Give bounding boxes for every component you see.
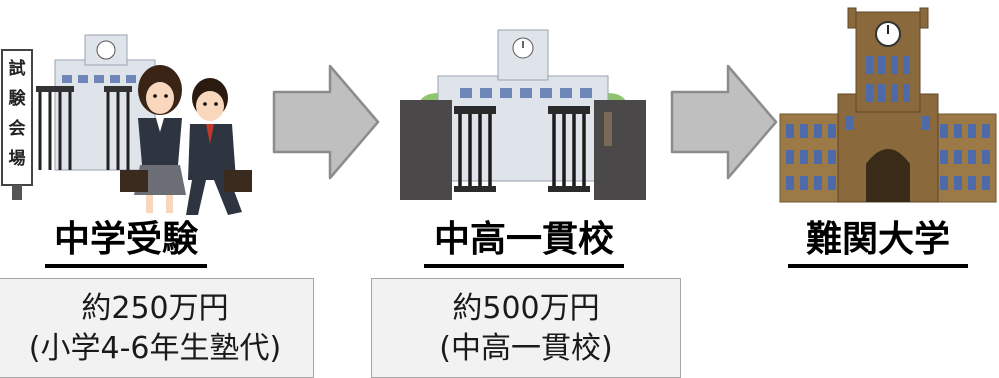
sign-char: 場 (8, 149, 26, 169)
cost-note: (中高一貫校) (439, 331, 613, 366)
stage-label-exam: 中学受験 (45, 218, 207, 268)
stage-label-school: 中高一貫校 (424, 218, 624, 268)
university-clocktower-icon (779, 7, 997, 203)
sign-char: 試 (8, 59, 26, 79)
exam-hall-students-icon (1, 34, 252, 215)
school-gate-icon (400, 29, 646, 200)
right-arrow-icon (272, 64, 380, 180)
right-arrow-icon (670, 64, 778, 180)
stage-label-university: 難関大学 (788, 218, 968, 268)
sign-char: 験 (8, 89, 26, 109)
cost-box-school: 約500万円 (中高一貫校) (371, 278, 681, 378)
cost-amount: 約250万円 (81, 291, 229, 326)
sign-char: 会 (8, 119, 26, 139)
cost-amount: 約500万円 (452, 291, 600, 326)
cost-box-exam: 約250万円 (小学4-6年生塾代) (0, 278, 314, 378)
cost-note: (小学4-6年生塾代) (28, 331, 282, 366)
exam-hall-sign: 試 験 会 場 (2, 54, 32, 174)
